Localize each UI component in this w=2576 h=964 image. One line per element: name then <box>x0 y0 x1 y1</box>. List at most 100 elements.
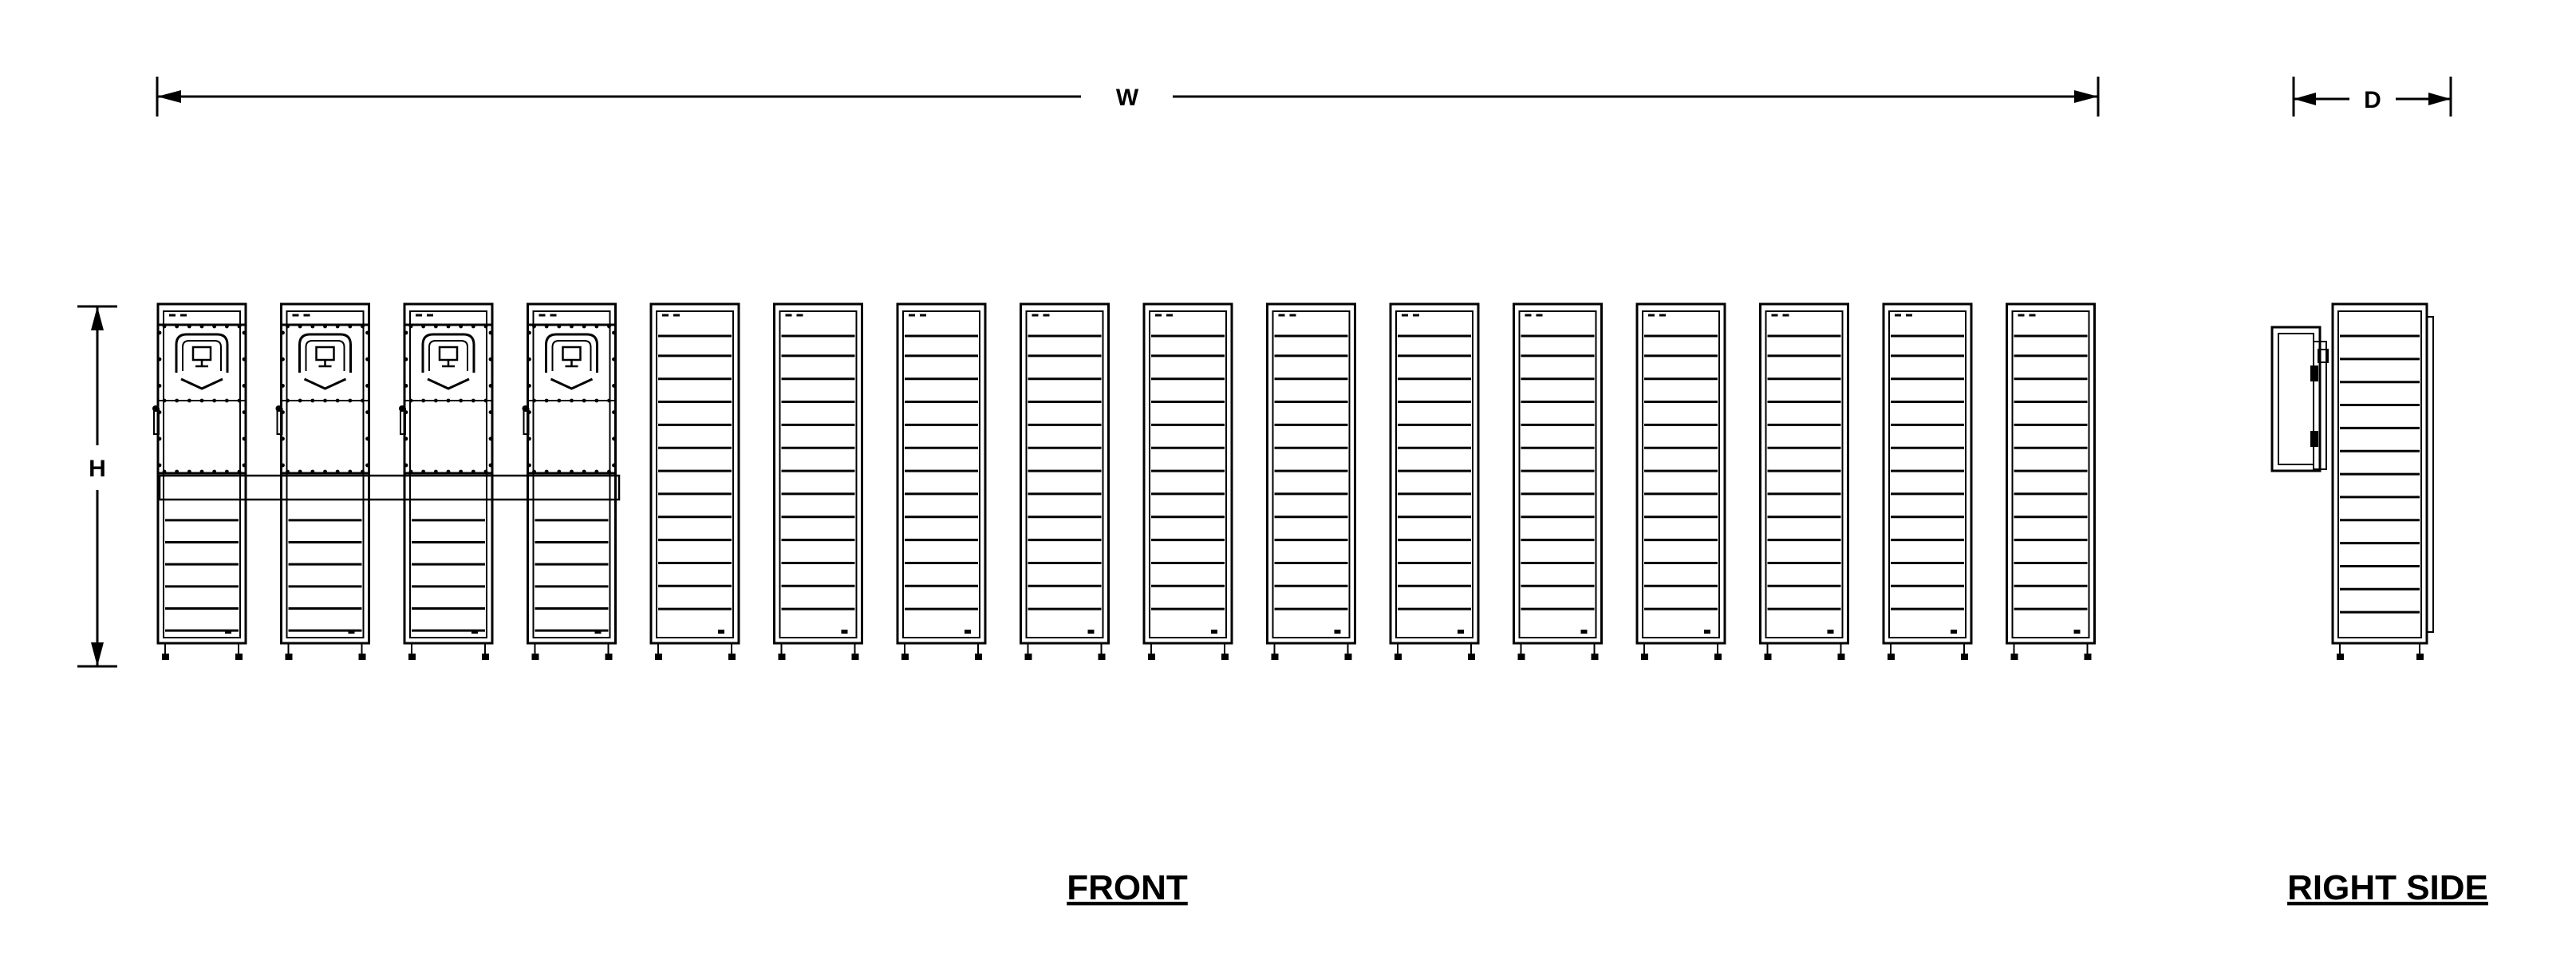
cabinet <box>1020 302 1110 660</box>
cabinet <box>1142 302 1233 660</box>
cabinet-foot <box>1714 654 1722 660</box>
cabinet-foot <box>778 654 786 660</box>
cabinet-foot <box>482 654 489 660</box>
cabinet-foot <box>2337 654 2344 660</box>
cabinet-foot <box>728 654 736 660</box>
control-panel <box>275 323 370 475</box>
cabinet-foot <box>1591 654 1599 660</box>
cabinet <box>2006 302 2096 660</box>
cabinet-foot <box>1517 654 1525 660</box>
control-panel <box>399 323 494 475</box>
monitor-icon <box>562 346 582 362</box>
chevron-down-icon <box>180 377 223 390</box>
cabinet-foot <box>1395 654 1402 660</box>
cabinet-foot <box>1271 654 1279 660</box>
cabinet-foot <box>235 654 243 660</box>
depth-dimension: D <box>2292 77 2452 117</box>
width-label: W <box>1116 85 1139 111</box>
monitor-icon <box>315 346 335 362</box>
cabinet-foot <box>1148 654 1155 660</box>
display-window <box>421 333 475 373</box>
cabinet-foot <box>1024 654 1032 660</box>
cabinet-frame <box>773 302 863 645</box>
cabinet-inner-frame <box>1642 310 1720 638</box>
right-side-view <box>2270 302 2434 660</box>
cabinet-foot <box>1888 654 1895 660</box>
cabinet <box>152 302 247 660</box>
cabinet-foot <box>1221 654 1229 660</box>
cabinet-inner-frame <box>902 310 980 638</box>
cabinet-inner-frame <box>1765 310 1844 638</box>
cabinet <box>773 302 863 660</box>
cabinet <box>1266 302 1356 660</box>
display-window <box>545 333 598 373</box>
cabinet-frame <box>1635 302 1726 645</box>
cabinet <box>399 302 494 660</box>
display-window <box>175 333 229 373</box>
cabinet <box>1759 302 1849 660</box>
cabinet-foot <box>1764 654 1772 660</box>
cabinet-frame <box>1513 302 1603 645</box>
chevron-down-icon <box>427 377 470 390</box>
control-panel <box>152 323 247 475</box>
cabinet-foot <box>901 654 909 660</box>
cabinet-foot <box>2416 654 2424 660</box>
cabinet-foot <box>975 654 982 660</box>
cabinet-foot <box>1641 654 1648 660</box>
chevron-down-icon <box>303 377 347 390</box>
display-window <box>298 333 352 373</box>
cabinet-inner-frame <box>1518 310 1597 638</box>
cabinet-foot <box>2084 654 2092 660</box>
cabinet-foot <box>851 654 859 660</box>
chevron-down-icon <box>550 377 594 390</box>
cabinet-frame <box>1759 302 1849 645</box>
cabinet-frame <box>1389 302 1480 645</box>
cabinet <box>522 302 617 660</box>
cabinet-frame <box>896 302 987 645</box>
front-view-label: FRONT <box>1067 868 1188 907</box>
cabinet-foot <box>162 654 169 660</box>
cabinet-foot <box>1468 654 1475 660</box>
depth-label: D <box>2364 87 2381 113</box>
cabinet-inner-frame <box>1395 310 1473 638</box>
height-dimension: H <box>77 305 117 668</box>
cabinet-inner-frame <box>1888 310 1967 638</box>
monitor-icon <box>438 346 459 362</box>
cabinet <box>649 302 740 660</box>
cabinet-inner-frame <box>1272 310 1351 638</box>
cabinet-foot <box>605 654 613 660</box>
right-side-view-label: RIGHT SIDE <box>2287 868 2488 907</box>
cabinet-foot <box>1344 654 1352 660</box>
cabinet <box>1389 302 1480 660</box>
cabinet-frame <box>1266 302 1356 645</box>
front-view <box>152 302 2096 660</box>
cabinet-foot <box>1961 654 1968 660</box>
cabinet-frame <box>1142 302 1233 645</box>
cabinet-frame <box>649 302 740 645</box>
cabinet-foot <box>531 654 539 660</box>
cabinet-foot <box>358 654 366 660</box>
height-label: H <box>89 456 106 482</box>
monitor-icon <box>191 346 212 362</box>
cabinet-inner-frame <box>1025 310 1104 638</box>
cabinet <box>275 302 370 660</box>
width-dimension: W <box>156 77 2100 117</box>
cabinet-inner-frame <box>1149 310 1227 638</box>
cabinet <box>1882 302 1973 660</box>
cabinet-frame <box>2006 302 2096 645</box>
cabinet-foot <box>2010 654 2018 660</box>
cabinet-frame <box>1882 302 1973 645</box>
cabinet-inner-frame <box>2011 310 2090 638</box>
panel-mounting-bar <box>158 474 621 501</box>
cabinet-foot <box>285 654 293 660</box>
cabinet-inner-frame <box>656 310 734 638</box>
cabinet-inner-frame <box>779 310 858 638</box>
control-panel <box>522 323 617 475</box>
cabinet-frame <box>1020 302 1110 645</box>
cabinet-foot <box>1098 654 1106 660</box>
cabinet-foot <box>408 654 416 660</box>
cabinet <box>896 302 987 660</box>
side-control-panel <box>2270 326 2322 472</box>
cabinet <box>1635 302 1726 660</box>
